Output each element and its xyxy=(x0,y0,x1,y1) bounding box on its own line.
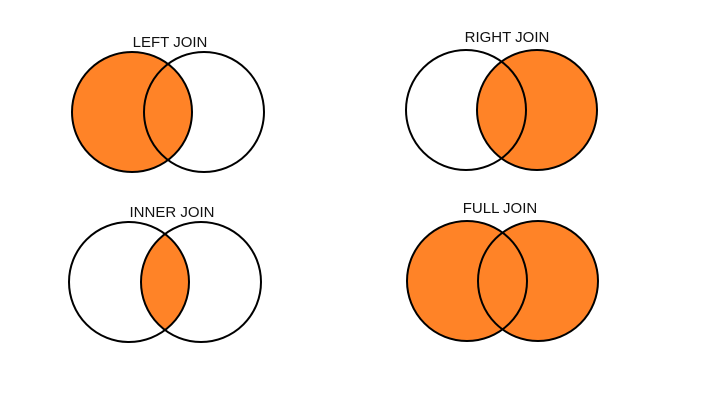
full-join-panel: FULL JOIN xyxy=(406,200,599,342)
left-join-title: LEFT JOIN xyxy=(133,34,208,51)
intersection-fill xyxy=(141,222,189,342)
left-set-circle xyxy=(406,220,528,342)
left-join-panel: LEFT JOIN xyxy=(71,34,265,173)
right-join-title: RIGHT JOIN xyxy=(465,29,550,46)
inner-join-panel: INNER JOIN xyxy=(68,204,262,343)
right-set-circle xyxy=(477,220,599,342)
right-set-circle xyxy=(143,51,265,173)
left-set-circle xyxy=(71,51,193,173)
right-set-fill xyxy=(477,50,597,170)
right-join-panel: RIGHT JOIN xyxy=(405,29,598,171)
inner-join-title: INNER JOIN xyxy=(129,204,214,221)
right-set-circle xyxy=(140,221,262,343)
full-join-title: FULL JOIN xyxy=(463,200,537,217)
right-set-fill xyxy=(478,221,598,341)
left-set-fill xyxy=(72,52,192,172)
right-set-circle xyxy=(476,49,598,171)
left-set-circle xyxy=(68,221,190,343)
left-set-circle xyxy=(405,49,527,171)
